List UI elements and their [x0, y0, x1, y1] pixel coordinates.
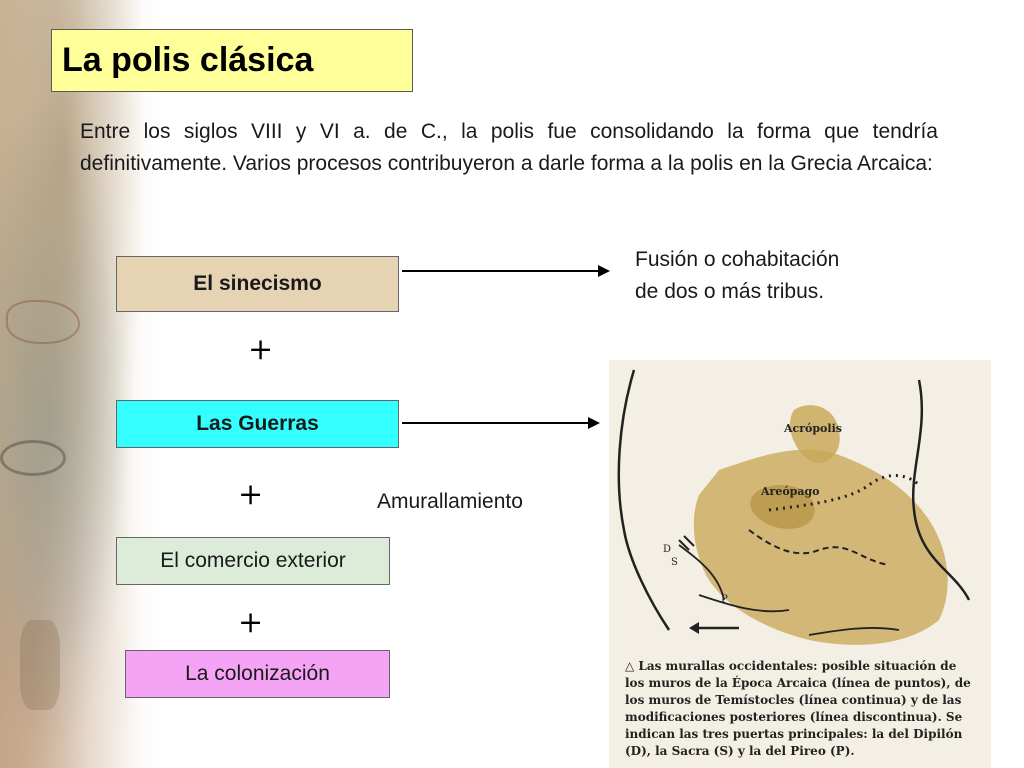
map-label-areopago: Areópago	[760, 485, 820, 498]
result-sinecismo: Fusión o cohabitación de dos o más tribu…	[635, 248, 840, 303]
map-label-gate-d: D	[663, 544, 671, 555]
process-box-sinecismo: El sinecismo	[116, 256, 399, 312]
map-caption: △ Las murallas occidentales: posible sit…	[625, 659, 971, 758]
result-guerras: Amurallamiento	[377, 490, 523, 513]
slide-title: La polis clásica	[62, 41, 314, 79]
plus-sign: +	[248, 332, 274, 367]
athens-walls-map: Acrópolis Areópago D S P △ Las murallas …	[609, 360, 991, 768]
process-box-comercio: El comercio exterior	[116, 537, 390, 585]
slide-title-box: La polis clásica	[51, 29, 413, 92]
arrow-right-icon	[402, 265, 610, 277]
map-drawing: Acrópolis Areópago D S P	[617, 369, 971, 645]
process-box-colonizacion: La colonización	[125, 650, 390, 698]
map-label-acropolis: Acrópolis	[783, 422, 842, 435]
plus-sign: +	[238, 605, 264, 640]
arrow-right-icon	[402, 417, 600, 429]
intro-paragraph: Entre los siglos VIII y VI a. de C., la …	[80, 120, 938, 175]
map-label-gate-s: S	[671, 557, 678, 568]
map-label-gate-p: P	[721, 594, 728, 605]
decorative-fresco-strip	[0, 0, 160, 768]
plus-sign: +	[238, 477, 264, 512]
fresco-eye-detail	[0, 440, 66, 476]
process-box-guerras: Las Guerras	[116, 400, 399, 448]
fresco-detail	[6, 300, 80, 344]
fresco-detail	[20, 620, 60, 710]
